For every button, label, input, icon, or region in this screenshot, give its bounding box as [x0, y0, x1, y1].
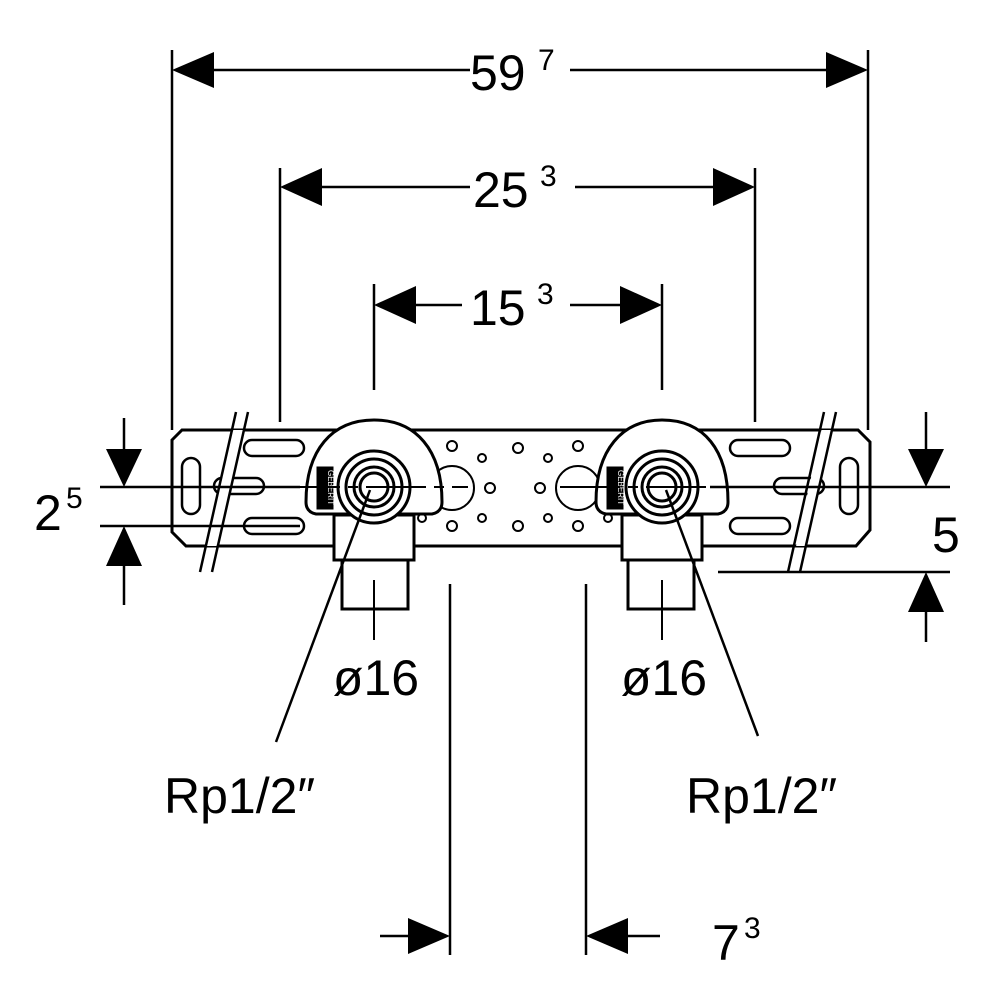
right-outlet-fitting [594, 418, 730, 611]
overall-width-value: 59 [470, 45, 526, 101]
center-lines [280, 486, 760, 640]
thread-leaders [274, 489, 760, 743]
mounting-rail [170, 411, 872, 573]
pipe-diameter-right: ø16 [621, 650, 707, 706]
pipe-offset-sup: 3 [744, 912, 761, 945]
thread-right: Rp1/2″ [686, 768, 837, 824]
dimension-outlet-spacing [372, 284, 664, 390]
left-offset-sup: 5 [66, 482, 83, 515]
overall-width-sup: 7 [538, 44, 555, 77]
brand-logo-right: GEBERIT [616, 470, 625, 505]
thread-left: Rp1/2″ [164, 768, 315, 824]
outer-spacing-value: 25 [473, 162, 529, 218]
dimension-overall-width [170, 50, 870, 430]
pipe-diameter-left: ø16 [333, 650, 419, 706]
dimension-left-offset [100, 418, 300, 605]
left-offset-value: 2 [34, 485, 62, 541]
pipe-offset-value: 7 [712, 915, 740, 971]
dimension-right-offset [710, 412, 950, 642]
dimension-pipe-offset [380, 584, 660, 955]
outer-spacing-sup: 3 [540, 160, 557, 193]
outlet-spacing-value: 15 [470, 280, 526, 336]
outlet-spacing-sup: 3 [537, 278, 554, 311]
dimension-outer-mount-spacing [278, 168, 757, 422]
right-offset-value: 5 [932, 507, 960, 563]
